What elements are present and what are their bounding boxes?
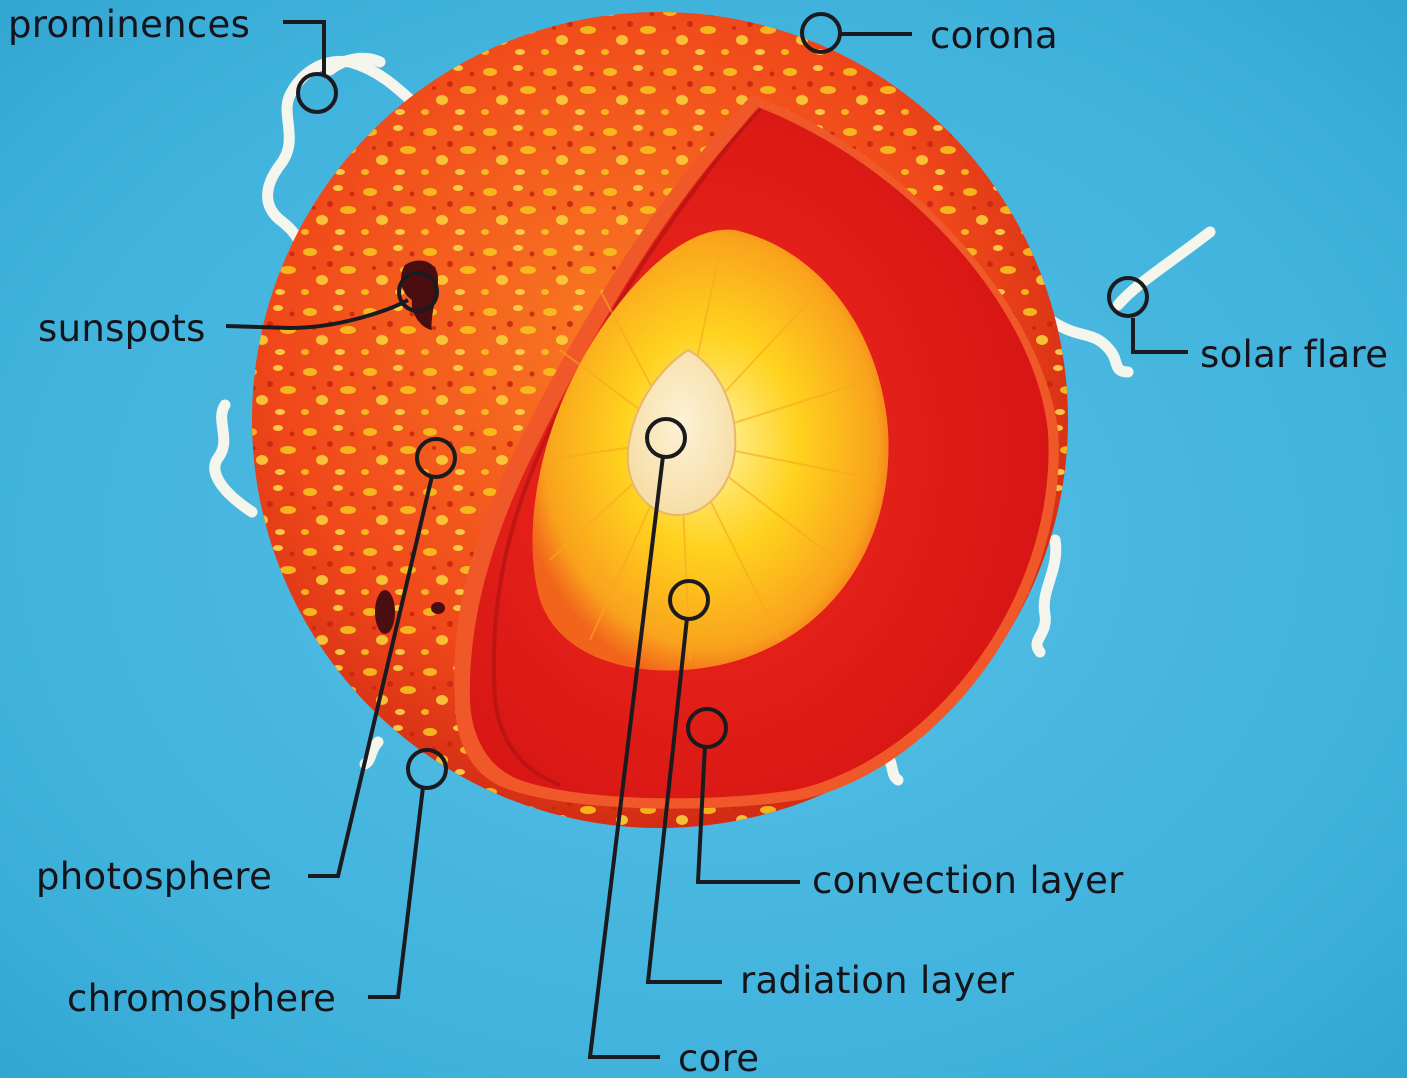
label-solar-flare: solar flare [1200, 336, 1388, 373]
label-chromosphere: chromosphere [67, 980, 336, 1017]
label-sunspots: sunspots [38, 310, 206, 347]
label-prominences: prominences [8, 6, 250, 43]
label-core: core [678, 1040, 759, 1077]
label-convection-layer: convection layer [812, 862, 1124, 899]
label-radiation-layer: radiation layer [740, 962, 1014, 999]
label-corona: corona [930, 17, 1058, 54]
label-photosphere: photosphere [36, 858, 272, 895]
